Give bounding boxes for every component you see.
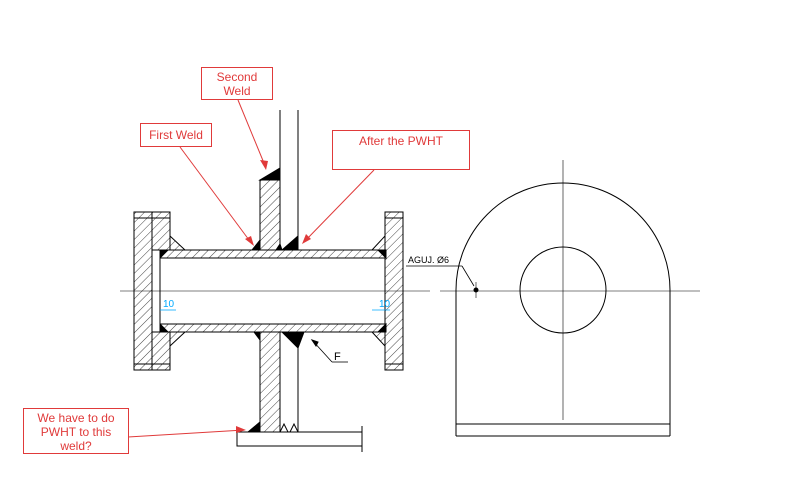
first-weld-label: First Weld xyxy=(149,128,203,142)
base-plate xyxy=(236,431,363,447)
second-weld-line-1: Second xyxy=(216,70,258,84)
saddle-front-view xyxy=(406,160,700,437)
dimension-left: 10 xyxy=(163,299,175,310)
pipe-wall-top xyxy=(159,249,387,259)
pipe-section-view xyxy=(120,110,430,452)
question-callout: We have to do PWHT to this weld? xyxy=(23,408,129,454)
pwht-weld-bead xyxy=(280,234,299,251)
question-line-3: weld? xyxy=(60,439,92,453)
after-pwht-label: After the PWHT xyxy=(358,134,444,148)
second-weld-callout: Second Weld xyxy=(201,67,273,100)
pipe-wall-bottom xyxy=(159,323,387,333)
lower-plate xyxy=(259,331,281,433)
after-pwht-callout: After the PWHT xyxy=(332,130,470,170)
first-weld-callout: First Weld xyxy=(140,123,212,147)
weld-mark-f: F xyxy=(334,351,341,363)
base-weld-bead xyxy=(246,420,261,433)
annotation-leaders xyxy=(127,99,375,438)
upper-plate xyxy=(259,179,281,251)
hole-label: AGUJ. Ø6 xyxy=(408,255,449,265)
second-weld-line-2: Weld xyxy=(223,84,251,98)
dimension-right: 10 xyxy=(379,299,391,310)
question-line-1: We have to do xyxy=(37,411,115,425)
first-weld-bead xyxy=(250,238,261,251)
second-weld-bead xyxy=(258,167,281,181)
question-line-2: PWHT to this xyxy=(40,425,112,439)
